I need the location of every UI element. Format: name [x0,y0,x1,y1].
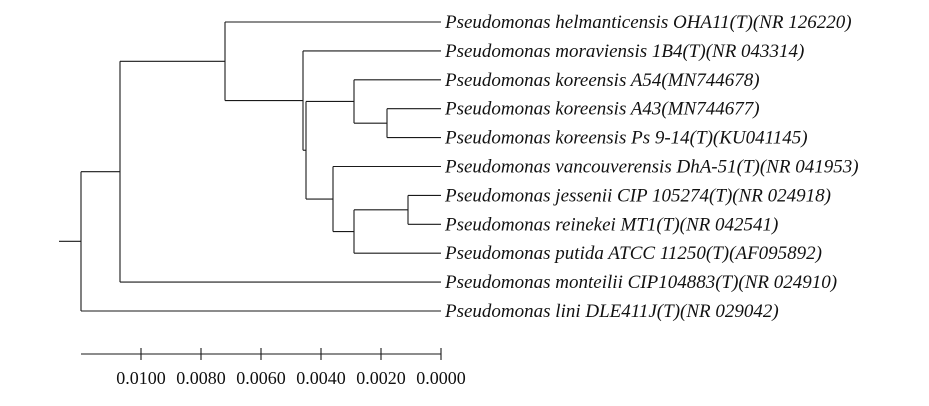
scale-ticks [140,348,442,360]
taxon-label: Pseudomonas reinekei MT1(T)(NR 042541) [444,214,778,235]
taxon-label: Pseudomonas putida ATCC 11250(T)(AF09589… [444,243,822,264]
scale-tick-label: 0.0000 [416,368,466,388]
taxon-label: Pseudomonas monteilii CIP104883(T)(NR 02… [444,272,837,293]
scale-tick-label: 0.0100 [116,368,166,388]
taxon-label: Pseudomonas jessenii CIP 105274(T)(NR 02… [444,185,831,206]
scale-tick-label: 0.0040 [296,368,346,388]
scale-tick-label: 0.0080 [176,368,226,388]
taxon-labels: Pseudomonas helmanticensis OHA11(T)(NR 1… [444,12,859,322]
taxon-label: Pseudomonas helmanticensis OHA11(T)(NR 1… [444,12,852,33]
taxon-label: Pseudomonas moraviensis 1B4(T)(NR 043314… [444,41,804,62]
taxon-label: Pseudomonas lini DLE411J(T)(NR 029042) [444,301,779,322]
scale-tick-label: 0.0020 [356,368,406,388]
taxon-label: Pseudomonas koreensis A43(MN744677) [444,99,760,120]
taxon-label: Pseudomonas vancouverensis DhA-51(T)(NR … [444,157,859,178]
taxon-label: Pseudomonas koreensis A54(MN744678) [444,70,760,91]
tree-branches [59,21,441,312]
distance-scale-bar: 0.0100 0.0080 0.0060 0.0040 0.0020 0.000… [81,348,466,388]
taxon-label: Pseudomonas koreensis Ps 9-14(T)(KU04114… [444,128,808,149]
scale-tick-label: 0.0060 [236,368,286,388]
